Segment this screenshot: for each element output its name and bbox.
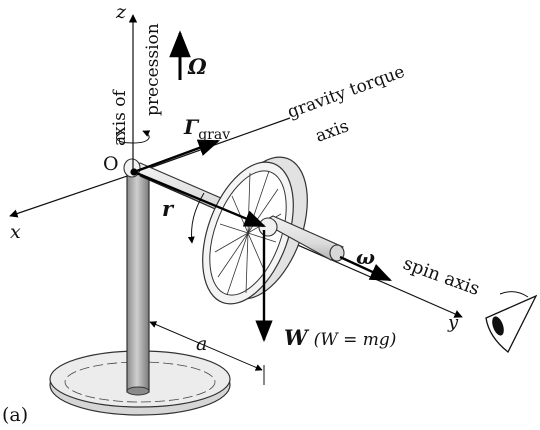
- gravity-torque-axis-label-line1: gravity torque: [285, 62, 408, 123]
- stand-pole: [126, 171, 150, 396]
- weight-symbol: W: [284, 325, 310, 350]
- distance-label: a: [196, 333, 207, 355]
- spin-rate-label: ω: [356, 245, 375, 269]
- spin-axis-label: spin axis: [400, 253, 482, 300]
- y-axis-label: y: [447, 312, 459, 333]
- precession-rotation-arrow: [116, 130, 151, 144]
- precession-rate-label: Ω: [187, 54, 207, 79]
- precession-axis-label-line1: axis of: [110, 88, 130, 146]
- eye-icon: [485, 291, 538, 354]
- position-vector: [133, 170, 266, 228]
- torque-vector: [133, 139, 221, 174]
- z-axis-label: z: [115, 1, 127, 23]
- x-axis-label: x: [10, 221, 21, 243]
- gyroscope-wheel: [202, 156, 308, 305]
- weight-label: W(W = mg): [284, 325, 396, 350]
- position-vector-label: r: [162, 196, 175, 221]
- distance-dimension: [149, 321, 265, 385]
- spin-vector: [339, 255, 392, 282]
- precession-axis-label: axis of precession: [110, 23, 163, 146]
- gravity-torque-axis-label-line2: axis: [313, 116, 352, 146]
- spin-direction-arrow: [187, 192, 205, 244]
- weight-equation: (W = mg): [314, 330, 397, 350]
- precession-axis-label-line2: precession: [143, 23, 163, 116]
- torque-label: Γgrav: [183, 115, 230, 143]
- torque-symbol: Γ: [183, 115, 200, 139]
- torque-subscript: grav: [198, 127, 230, 143]
- x-axis: [9, 173, 134, 218]
- pivot-label: O: [103, 153, 119, 175]
- panel-label: (a): [2, 404, 28, 426]
